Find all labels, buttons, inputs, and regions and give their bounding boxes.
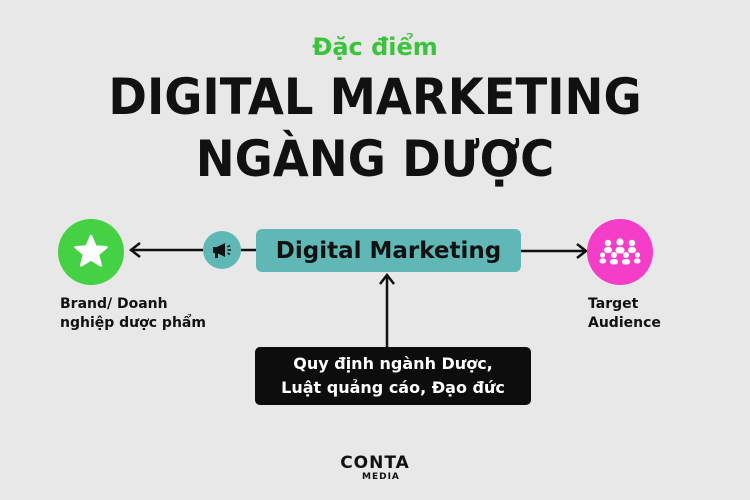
regulations-line-2: Luật quảng cáo, Đạo đức [281, 378, 505, 397]
digital-marketing-box: Digital Marketing [256, 229, 521, 272]
target-audience-node [587, 219, 653, 285]
megaphone-node [203, 231, 241, 269]
title-line-1: DIGITAL MARKETING [108, 68, 642, 126]
audience-icon [599, 238, 641, 265]
brand-label: Brand/ Doanh nghiệp dược phẩm [60, 295, 206, 333]
brand-node [58, 219, 124, 285]
megaphone-icon [213, 243, 231, 258]
conta-media-logo: CONTA MEDIA [330, 453, 420, 487]
arrow-to-brand [128, 242, 203, 258]
brand-label-line-1: Brand/ Doanh [60, 296, 168, 312]
star-icon [74, 234, 108, 267]
target-label: Target Audience [588, 295, 661, 333]
title-line-2: NGÀNG DƯỢC [195, 130, 555, 188]
logo-main-text: CONTA [340, 453, 410, 473]
target-label-line-2: Audience [588, 315, 661, 331]
target-label-line-1: Target [588, 296, 639, 312]
brand-label-line-2: nghiệp dược phẩm [60, 315, 206, 331]
regulations-line-1: Quy định ngành Dược, [293, 354, 493, 373]
subtitle: Đặc điểm [312, 33, 438, 61]
arrow-to-target [521, 243, 589, 259]
logo-sub-text: MEDIA [362, 472, 400, 482]
arrow-up-to-box [379, 272, 395, 347]
regulations-box: Quy định ngành Dược, Luật quảng cáo, Đạo… [255, 347, 531, 405]
